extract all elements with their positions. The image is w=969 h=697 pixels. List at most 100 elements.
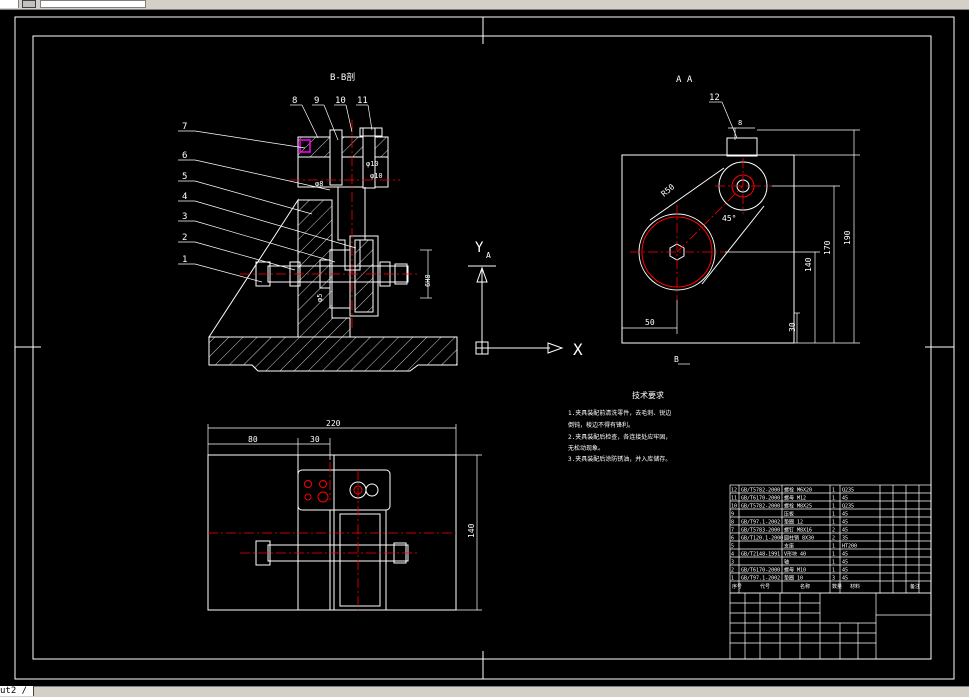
view-a-title: A A [676, 75, 693, 85]
parts-cell: 7 [731, 528, 734, 534]
parts-cell: 5 [731, 544, 734, 550]
dim-140-top: 140 [467, 523, 476, 538]
parts-cell: 1 [832, 552, 835, 558]
dim-top-a: φ10 [366, 160, 379, 168]
drawing-canvas[interactable]: B-B剖 [0, 10, 969, 686]
parts-cell: 1 [832, 504, 835, 510]
parts-cell: 1 [832, 568, 835, 574]
sheet-frame [14, 16, 955, 680]
balloon-8: 8 [292, 96, 297, 106]
parts-header-cell: 代号 [760, 583, 770, 590]
parts-cell: 6 [731, 536, 734, 542]
parts-cell: 10 [731, 504, 737, 510]
parts-cell: 垫圈 10 [784, 575, 803, 582]
section-view: B-B剖 [178, 71, 458, 372]
parts-cell: GB/T5783-2000 [741, 528, 780, 534]
parts-cell: 1 [731, 576, 734, 582]
parts-header-cell: 数量 [832, 583, 842, 590]
title-block [729, 592, 932, 660]
parts-cell: GB/T97.1-2002 [741, 520, 780, 526]
parts-cell: GB/T2148-1991 [741, 552, 780, 558]
balloon-9: 9 [314, 96, 319, 106]
dim-30-top: 30 [310, 435, 320, 444]
tech-line-4: 无松动现象。 [568, 444, 604, 452]
parts-cell: 9 [731, 512, 734, 518]
layer-dropdown[interactable] [40, 0, 146, 8]
balloon-7: 7 [182, 122, 187, 132]
balloon-2: 2 [182, 233, 187, 243]
top-view-base [207, 454, 457, 611]
parts-cell: V形块 40 [784, 551, 806, 558]
parts-cell: 45 [842, 496, 848, 502]
dim-50: 50 [645, 318, 655, 327]
balloon-6: 6 [182, 151, 187, 161]
parts-header-cell: 备注 [910, 583, 920, 590]
dim-30: 30 [788, 322, 797, 332]
parts-cell: 圆柱销 8X30 [784, 535, 814, 542]
dim-left-small: φ5 [316, 294, 324, 302]
parts-cell: 2 [832, 536, 835, 542]
tech-line-1: 1.夹具装配前清洗零件，去毛刺、锐边 [568, 409, 671, 417]
parts-cell: 垫圈 12 [784, 519, 803, 526]
parts-cell: 1 [832, 496, 835, 502]
pin-highlight [299, 139, 311, 153]
dim-top-b: φ10 [370, 172, 383, 180]
tech-line-3: 2.夹具装配后检查，各连接处应牢固， [568, 433, 671, 441]
parts-cell: 支座 [784, 543, 794, 550]
dim-top-small: 8 [738, 119, 742, 127]
view-a-boss [726, 137, 758, 157]
parts-cell: 45 [842, 520, 848, 526]
parts-cell: 2 [832, 528, 835, 534]
parts-cell: 4 [731, 552, 734, 558]
parts-cell: 螺钉 M8X16 [784, 527, 812, 534]
parts-cell: 1 [832, 488, 835, 494]
toolbar-button[interactable] [22, 0, 36, 8]
view-a: A A [621, 75, 860, 365]
parts-cell: GB/T97.1-2002 [741, 576, 780, 582]
tech-requirements: 技术要求 1.夹具装配前清洗零件，去毛刺、锐边 倒钝，棱边不得有锋利。 2.夹具… [568, 390, 671, 463]
layout-tab-bar: ut2 / [0, 686, 969, 697]
parts-cell: GB/T6170-2000 [741, 568, 780, 574]
parts-cell: 8 [731, 520, 734, 526]
parts-cell: GB/T6170-2000 [741, 496, 780, 502]
dim-220: 220 [326, 419, 341, 428]
parts-header-cell: 材料 [850, 583, 860, 590]
parts-header-cell: 名称 [800, 583, 810, 590]
parts-cell: GB/T5782-2000 [741, 504, 780, 510]
parts-cell: 12 [731, 488, 737, 494]
balloon-10: 10 [335, 96, 346, 106]
parts-cell: 轴 [784, 559, 789, 566]
parts-cell: 螺母 M12 [784, 495, 806, 502]
axis-y-label: Y [475, 240, 484, 256]
base-plate [208, 336, 458, 372]
dim-170: 170 [823, 240, 832, 255]
balloon-4: 4 [182, 192, 187, 202]
parts-cell: Q235 [842, 488, 854, 494]
parts-cell: HT200 [842, 544, 857, 550]
parts-cell: 压板 [784, 511, 794, 518]
tech-title: 技术要求 [632, 390, 664, 400]
parts-cell: GB/T5782-2000 [741, 488, 780, 494]
axis-x-label: X [573, 340, 583, 359]
dim-r50: R50 [660, 182, 677, 198]
balloon-5: 5 [182, 172, 187, 182]
tech-line-5: 3.夹具装配后涂防锈油，并入库储存。 [568, 455, 671, 463]
parts-cell: 3 [731, 560, 734, 566]
parts-cell: 螺母 M10 [784, 567, 806, 574]
parts-cell: 45 [842, 512, 848, 518]
dim-190: 190 [843, 230, 852, 245]
command-input[interactable] [0, 0, 19, 8]
parts-cell: 1 [832, 512, 835, 518]
layout-tab[interactable]: ut2 / [0, 686, 35, 696]
balloon-1: 1 [182, 255, 187, 265]
balloon-12: 12 [709, 93, 720, 103]
support-wedge [208, 198, 299, 338]
parts-cell: Q235 [842, 504, 854, 510]
balloon-3: 3 [182, 212, 187, 222]
view-b-label: B [674, 355, 679, 364]
dim-mid: φ8 [315, 180, 323, 188]
top-view: 220 80 30 140 [207, 419, 482, 611]
column [297, 199, 351, 338]
parts-cell: 1 [832, 520, 835, 526]
